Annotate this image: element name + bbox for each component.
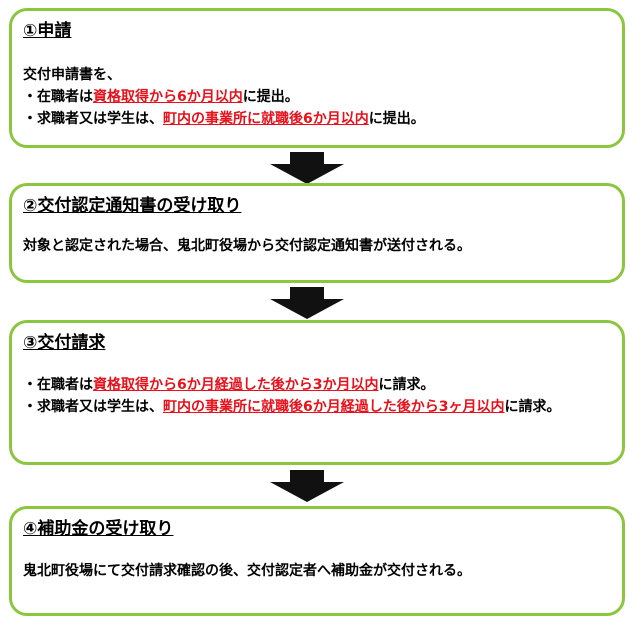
step-3-title: ③交付請求 — [23, 333, 106, 353]
item-highlight: 町内の事業所に就職後6か月経過した後から3ヶ月以内 — [163, 399, 505, 415]
step-3-item-employed: ・在職者は資格取得から6か月経過した後から3か月以内に請求。 — [23, 374, 611, 396]
item-prefix: 求職者又は学生は、 — [37, 399, 163, 415]
step-4-title: ④補助金の受け取り — [23, 519, 174, 539]
item-highlight: 資格取得から6か月経過した後から3か月以内 — [93, 377, 379, 393]
step-4-body: 鬼北町役場にて交付請求確認の後、交付認定者へ補助金が交付される。 — [23, 563, 471, 579]
item-suffix: に請求。 — [504, 399, 561, 415]
item-highlight: 町内の事業所に就職後6か月以内 — [163, 111, 369, 127]
item-suffix: に請求。 — [378, 377, 435, 393]
step-1-box: ①申請 交付申請書を、 ・在職者は資格取得から6か月以内に提出。 ・求職者又は学… — [9, 8, 625, 148]
item-prefix: 在職者は — [37, 377, 93, 393]
step-1-item-jobseeker: ・求職者又は学生は、町内の事業所に就職後6か月以内に提出。 — [23, 108, 611, 130]
step-2-title: ②交付認定通知書の受け取り — [23, 196, 242, 216]
bullet: ・ — [23, 111, 37, 127]
step-3-item-jobseeker: ・求職者又は学生は、町内の事業所に就職後6か月経過した後から3ヶ月以内に請求。 — [23, 396, 607, 418]
step-1-item-employed: ・在職者は資格取得から6か月以内に提出。 — [23, 86, 611, 108]
item-suffix: に提出。 — [242, 89, 299, 105]
item-prefix: 求職者又は学生は、 — [37, 111, 163, 127]
down-arrow-icon — [270, 152, 344, 184]
step-3-box: ③交付請求 ・在職者は資格取得から6か月経過した後から3か月以内に請求。 ・求職… — [9, 320, 625, 465]
bullet: ・ — [23, 399, 37, 415]
bullet: ・ — [23, 377, 37, 393]
step-4-box: ④補助金の受け取り 鬼北町役場にて交付請求確認の後、交付認定者へ補助金が交付され… — [9, 506, 625, 616]
step-2-box: ②交付認定通知書の受け取り 対象と認定された場合、鬼北町役場から交付認定通知書が… — [9, 183, 625, 283]
item-suffix: に提出。 — [368, 111, 425, 127]
down-arrow-icon — [270, 287, 344, 319]
item-highlight: 資格取得から6か月以内 — [93, 89, 243, 105]
item-prefix: 在職者は — [37, 89, 93, 105]
step-1-title: ①申請 — [23, 21, 72, 41]
step-2-body: 対象と認定された場合、鬼北町役場から交付認定通知書が送付される。 — [23, 238, 471, 254]
step-1-intro: 交付申請書を、 — [23, 67, 121, 83]
down-arrow-icon — [270, 470, 344, 502]
bullet: ・ — [23, 89, 37, 105]
